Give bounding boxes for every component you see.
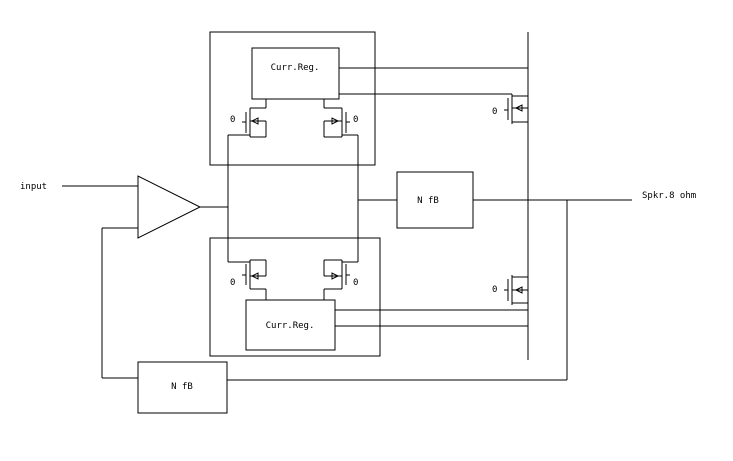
curr-reg-bottom-label: Curr.Reg. bbox=[266, 321, 315, 331]
nfb-mid-label: N fB bbox=[417, 196, 439, 206]
current-regulator-top: Curr.Reg. bbox=[251, 47, 340, 100]
q-output-bottom-label: 0 bbox=[492, 285, 497, 295]
input-label: input bbox=[20, 182, 47, 192]
speaker-label: Spkr.8 ohm bbox=[642, 191, 696, 201]
curr-reg-top-label: Curr.Reg. bbox=[271, 63, 320, 73]
current-regulator-bottom: Curr.Reg. bbox=[245, 299, 336, 351]
lower-transistor-pair bbox=[228, 259, 358, 300]
q-output-top-label: 0 bbox=[492, 107, 497, 117]
upper-transistor-pair bbox=[228, 99, 358, 138]
feedback-loop bbox=[101, 200, 568, 381]
output-transistor-bottom bbox=[335, 275, 528, 327]
output-transistor-top bbox=[339, 67, 528, 124]
lower-driver-module bbox=[209, 237, 381, 357]
nfb-block-mid: N fB bbox=[396, 171, 474, 229]
op-amp-triangle bbox=[137, 175, 202, 239]
q-top-right-label: 0 bbox=[353, 115, 358, 125]
q-top-left-label: 0 bbox=[230, 115, 235, 125]
q-bottom-left-label: 0 bbox=[230, 278, 235, 288]
upper-driver-module bbox=[209, 31, 376, 166]
driver-bus bbox=[227, 135, 359, 262]
nfb-bottom-label: N fB bbox=[171, 382, 193, 392]
q-bottom-right-label: 0 bbox=[353, 278, 358, 288]
nfb-block-bottom: N fB bbox=[137, 361, 228, 414]
